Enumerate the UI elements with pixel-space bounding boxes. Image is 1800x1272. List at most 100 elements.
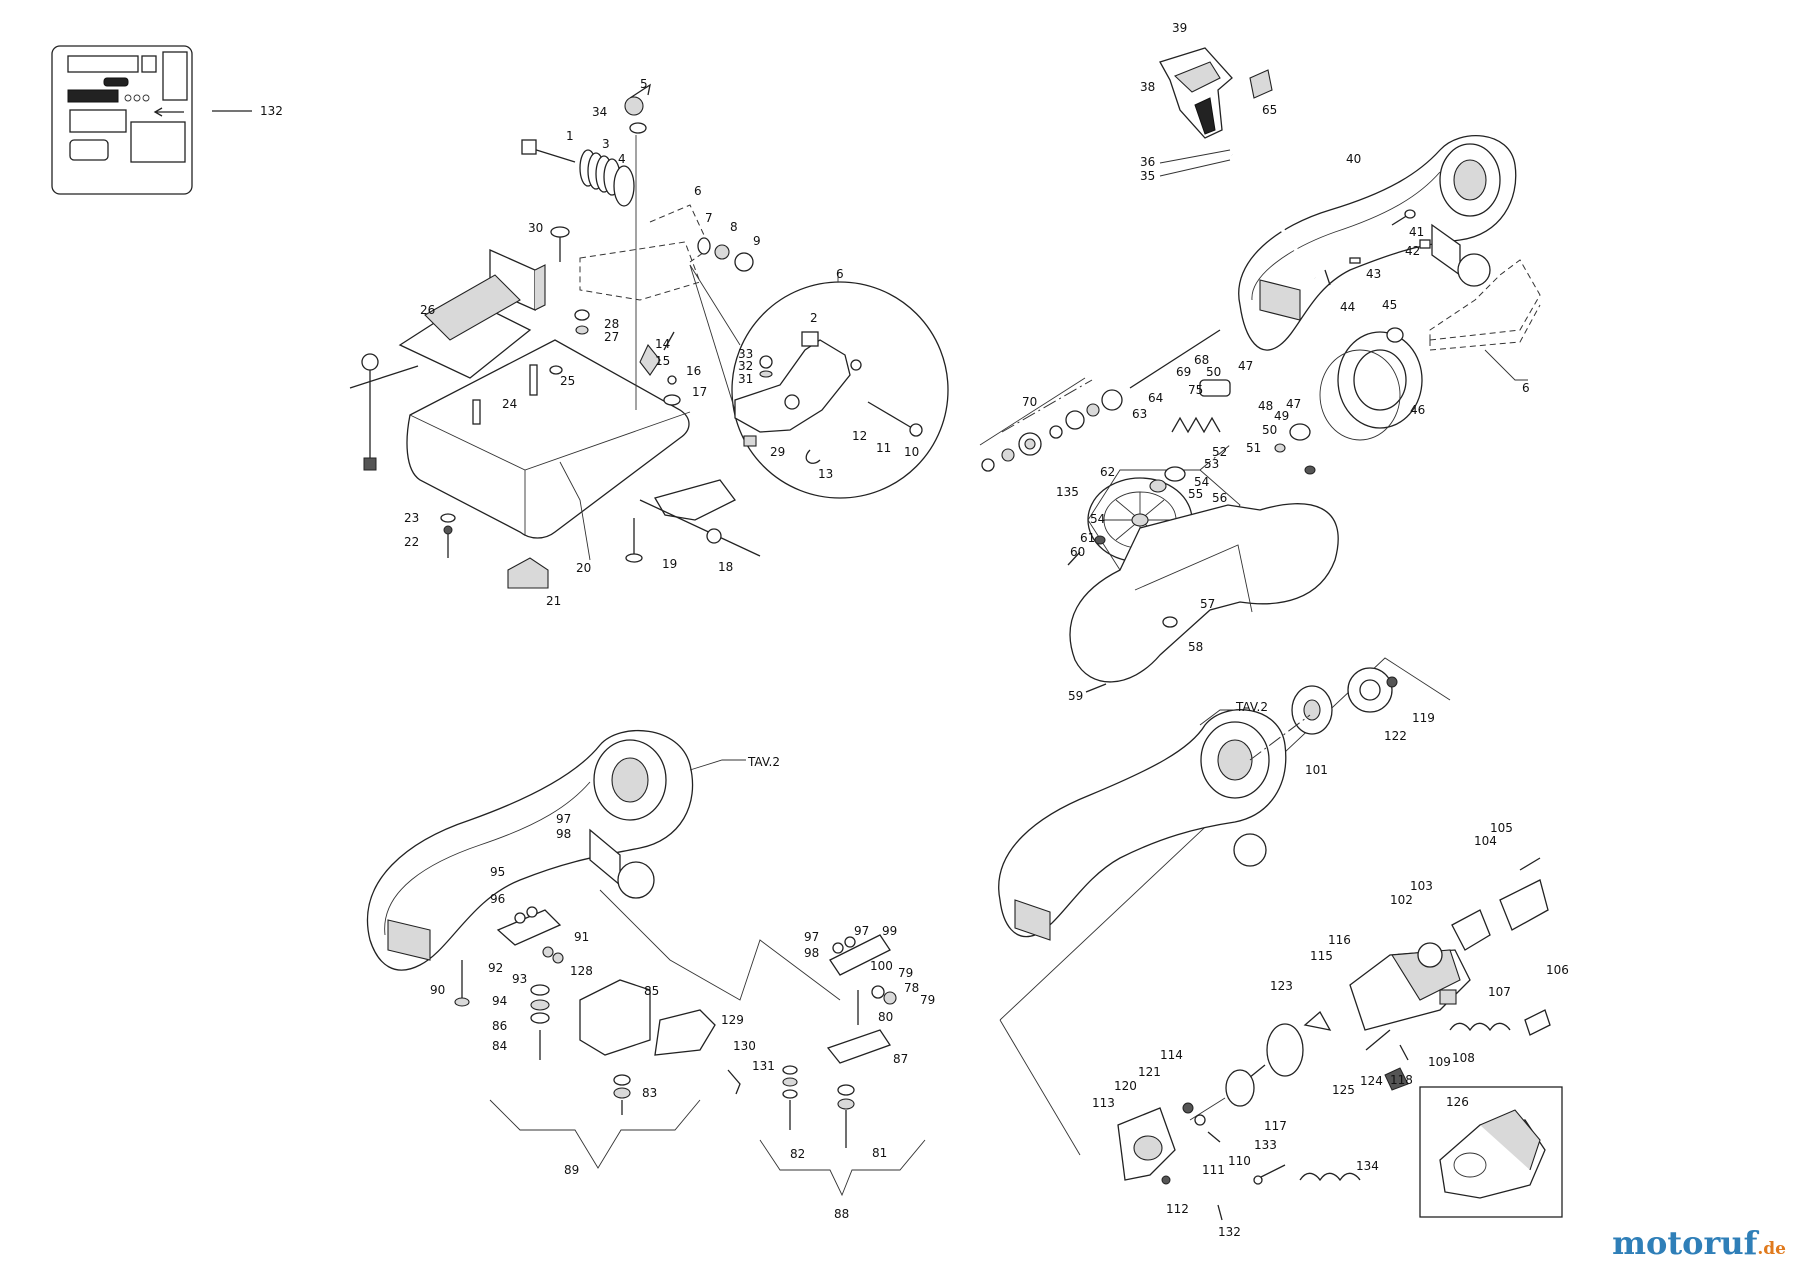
- callout-42: 42: [1405, 244, 1420, 258]
- callout-49: 49: [1274, 409, 1289, 423]
- callout-120: 120: [1114, 1079, 1137, 1093]
- callout-131: 131: [752, 1059, 775, 1073]
- callout-8: 8: [730, 220, 738, 234]
- callout-24: 24: [502, 397, 517, 411]
- callout-92: 92: [488, 961, 503, 975]
- callout-125: 125: [1332, 1083, 1355, 1097]
- callout-32: 32: [738, 359, 753, 373]
- brand-name: motoruf: [1612, 1224, 1758, 1262]
- callout-132: 132: [260, 104, 283, 118]
- callout-tav2-right: TAV.2: [1235, 700, 1268, 714]
- saw-frame-top: [1159, 47, 1541, 381]
- callout-104: 104: [1474, 834, 1497, 848]
- callout-12: 12: [852, 429, 867, 443]
- callout-78: 78: [904, 981, 919, 995]
- callout-133: 133: [1254, 1138, 1277, 1152]
- callout-135: 135: [1056, 485, 1079, 499]
- callout-9: 9: [753, 234, 761, 248]
- callout-53: 53: [1204, 457, 1219, 471]
- callout-85: 85: [644, 984, 659, 998]
- callout-56: 56: [1212, 491, 1227, 505]
- callout-82: 82: [790, 1147, 805, 1161]
- callout-97c: 97: [854, 924, 869, 938]
- callout-114: 114: [1160, 1048, 1183, 1062]
- callout-21: 21: [546, 594, 561, 608]
- callout-63: 63: [1132, 407, 1147, 421]
- brand-suffix: .de: [1757, 1239, 1786, 1259]
- callout-107: 107: [1488, 985, 1511, 999]
- callout-15: 15: [655, 354, 670, 368]
- callout-87: 87: [893, 1052, 908, 1066]
- callout-75: 75: [1188, 383, 1203, 397]
- callout-18: 18: [718, 560, 733, 574]
- callout-46: 46: [1410, 403, 1425, 417]
- callout-116: 116: [1328, 933, 1351, 947]
- callout-93: 93: [512, 972, 527, 986]
- callout-55: 55: [1188, 487, 1203, 501]
- callout-97b: 97: [804, 930, 819, 944]
- callout-40: 40: [1346, 152, 1361, 166]
- callout-96: 96: [490, 892, 505, 906]
- callout-130: 130: [733, 1039, 756, 1053]
- callout-43: 43: [1366, 267, 1381, 281]
- callout-16: 16: [686, 364, 701, 378]
- callout-88: 88: [834, 1207, 849, 1221]
- drive-gear-assembly: [979, 327, 1423, 693]
- callout-41: 41: [1409, 225, 1424, 239]
- callout-61: 61: [1080, 531, 1095, 545]
- callout-7: 7: [705, 211, 713, 225]
- callout-20: 20: [576, 561, 591, 575]
- callout-59: 59: [1068, 689, 1083, 703]
- callout-106: 106: [1546, 963, 1569, 977]
- callout-118: 118: [1390, 1073, 1413, 1087]
- callout-70: 70: [1022, 395, 1037, 409]
- callout-23: 23: [404, 511, 419, 525]
- callout-5: 5: [640, 77, 648, 91]
- callout-128: 128: [570, 964, 593, 978]
- callout-52: 52: [1212, 445, 1227, 459]
- callout-124: 124: [1360, 1074, 1383, 1088]
- callout-113: 113: [1092, 1096, 1115, 1110]
- callout-94: 94: [492, 994, 507, 1008]
- callout-19: 19: [662, 557, 677, 571]
- callout-109: 109: [1428, 1055, 1451, 1069]
- callout-45: 45: [1382, 298, 1397, 312]
- callout-89: 89: [564, 1163, 579, 1177]
- callout-22: 22: [404, 535, 419, 549]
- callout-36: 36: [1140, 155, 1155, 169]
- callout-91: 91: [574, 930, 589, 944]
- callout-122: 122: [1384, 729, 1407, 743]
- callout-39: 39: [1172, 21, 1187, 35]
- callout-119: 119: [1412, 711, 1435, 725]
- callout-121: 121: [1138, 1065, 1161, 1079]
- brand-logo: motoruf.de: [1612, 1224, 1786, 1262]
- callout-132b: 132: [1218, 1225, 1241, 1239]
- callout-17: 17: [692, 385, 707, 399]
- detail-circle-6: [689, 264, 949, 499]
- callout-29: 29: [770, 445, 785, 459]
- callout-90: 90: [430, 983, 445, 997]
- callout-6c: 6: [1522, 381, 1530, 395]
- callout-95: 95: [490, 865, 505, 879]
- callout-134: 134: [1356, 1159, 1379, 1173]
- callout-79b: 79: [920, 993, 935, 1007]
- callout-81: 81: [872, 1146, 887, 1160]
- callout-27: 27: [604, 330, 619, 344]
- callout-38: 38: [1140, 80, 1155, 94]
- callout-6a: 6: [694, 184, 702, 198]
- callout-54a: 54: [1194, 475, 1209, 489]
- callout-14: 14: [655, 337, 670, 351]
- callout-4: 4: [618, 152, 626, 166]
- callout-69: 69: [1176, 365, 1191, 379]
- callout-117: 117: [1264, 1119, 1287, 1133]
- callout-60: 60: [1070, 545, 1085, 559]
- callout-48: 48: [1258, 399, 1273, 413]
- callout-26: 26: [420, 303, 435, 317]
- callout-111: 111: [1202, 1163, 1225, 1177]
- callout-2: 2: [810, 311, 818, 325]
- callout-33: 33: [738, 347, 753, 361]
- callout-11: 11: [876, 441, 891, 455]
- callout-31: 31: [738, 372, 753, 386]
- callout-110: 110: [1228, 1154, 1251, 1168]
